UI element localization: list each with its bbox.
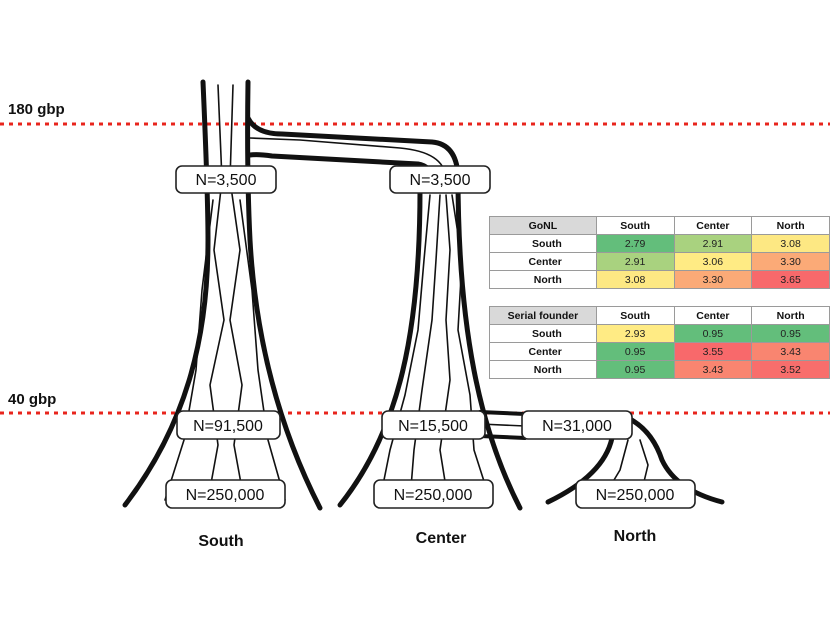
south-branch — [122, 79, 323, 511]
table-cell: 3.30 — [751, 252, 830, 271]
population-label-center: Center — [416, 530, 467, 547]
table-cell: 3.08 — [595, 270, 675, 289]
table-row: Center 0.95 3.55 3.43 — [489, 342, 830, 361]
svg-text:N=91,500: N=91,500 — [193, 418, 263, 435]
size-box-north-now: N=250,000 — [575, 479, 696, 509]
size-box-south-mid: N=91,500 — [176, 410, 281, 440]
generation-label-180: 180 gbp — [8, 101, 65, 118]
svg-text:N=250,000: N=250,000 — [394, 487, 473, 504]
svg-text:N=31,000: N=31,000 — [542, 418, 612, 435]
table-cell: 2.91 — [673, 234, 753, 253]
generation-label-40: 40 gbp — [8, 391, 56, 408]
population-label-north: North — [614, 528, 657, 545]
column-header: North — [751, 306, 830, 325]
table-cell: 2.91 — [595, 252, 675, 271]
svg-text:N=15,500: N=15,500 — [398, 418, 468, 435]
row-header: Center — [489, 342, 597, 361]
table-cell: 3.06 — [673, 252, 753, 271]
column-header: North — [751, 216, 830, 235]
table-cell: 3.30 — [673, 270, 753, 289]
size-box-center-founder: N=3,500 — [389, 165, 491, 194]
size-box-south-now: N=250,000 — [165, 479, 286, 509]
table-cell: 3.43 — [673, 360, 753, 379]
row-header: Center — [489, 252, 597, 271]
table-row: North 3.08 3.30 3.65 — [489, 270, 830, 289]
svg-text:N=250,000: N=250,000 — [596, 487, 675, 504]
svg-text:N=3,500: N=3,500 — [410, 172, 471, 189]
table-cell: 3.08 — [751, 234, 830, 253]
table-cell: 0.95 — [751, 324, 830, 343]
table-cell: 0.95 — [595, 360, 675, 379]
center-north-bridge — [478, 410, 527, 440]
table-cell: 2.79 — [595, 234, 675, 253]
column-header: Center — [673, 216, 753, 235]
table-cell: 0.95 — [673, 324, 753, 343]
svg-text:N=3,500: N=3,500 — [196, 172, 257, 189]
population-label-south: South — [198, 533, 243, 550]
table-cell: 0.95 — [595, 342, 675, 361]
size-box-center-mid: N=15,500 — [381, 410, 486, 440]
row-header: North — [489, 360, 597, 379]
table-cell: 3.55 — [673, 342, 753, 361]
row-header: South — [489, 324, 597, 343]
size-box-south-founder: N=3,500 — [175, 165, 277, 194]
row-header: North — [489, 270, 597, 289]
table-header-row: Serial founder South Center North — [489, 306, 830, 325]
size-box-north-mid: N=31,000 — [521, 410, 633, 440]
svg-text:N=250,000: N=250,000 — [186, 487, 265, 504]
table-row: North 0.95 3.43 3.52 — [489, 360, 830, 379]
table-title: Serial founder — [489, 306, 597, 325]
gonl-table: GoNL South Center North South 2.79 2.91 … — [489, 216, 830, 289]
table-cell: 2.93 — [595, 324, 675, 343]
table-header-row: GoNL South Center North — [489, 216, 830, 235]
table-title: GoNL — [489, 216, 597, 235]
row-header: South — [489, 234, 597, 253]
column-header: South — [595, 216, 675, 235]
serial-founder-table: Serial founder South Center North South … — [489, 306, 830, 379]
table-cell: 3.65 — [751, 270, 830, 289]
column-header: Center — [673, 306, 753, 325]
column-header: South — [595, 306, 675, 325]
center-branch — [337, 172, 523, 511]
table-cell: 3.43 — [751, 342, 830, 361]
table-row: South 2.93 0.95 0.95 — [489, 324, 830, 343]
size-box-center-now: N=250,000 — [373, 479, 494, 509]
table-row: Center 2.91 3.06 3.30 — [489, 252, 830, 271]
table-row: South 2.79 2.91 3.08 — [489, 234, 830, 253]
table-cell: 3.52 — [751, 360, 830, 379]
